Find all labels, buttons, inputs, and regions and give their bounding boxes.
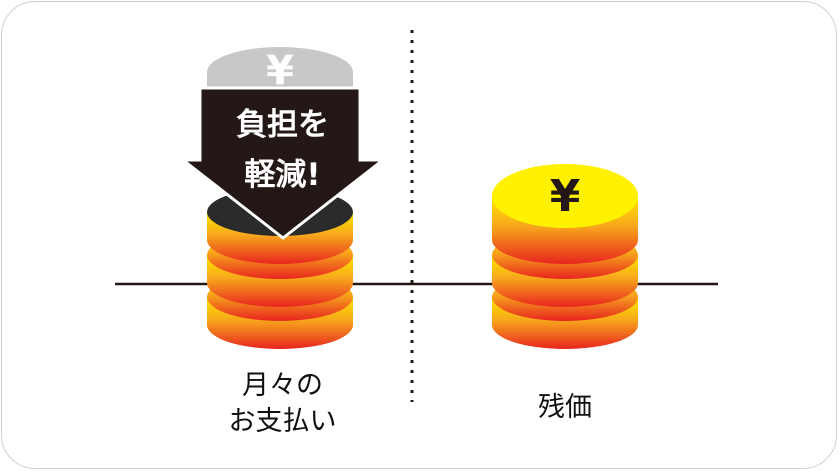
faded-yen-icon: ¥ (266, 48, 294, 94)
yen-icon: ¥ (550, 171, 581, 222)
right-coin-stack: ¥ (492, 164, 638, 349)
monthly-payment-label-line-2: お支払い (228, 406, 337, 437)
residual-value-label: 残価 (538, 392, 592, 423)
reduce-arrow (178, 86, 388, 240)
monthly-payment-label-line-1: 月々の (242, 370, 323, 401)
left-coin-stack: ¥ (178, 47, 388, 349)
monthly-payment-label: 月々の お支払い (200, 368, 365, 440)
arrow-caption: 負担を 軽減! (205, 100, 360, 200)
arrow-caption-line-2: 軽減! (244, 157, 321, 193)
arrow-caption-line-1: 負担を (236, 107, 329, 143)
right-coin-1: ¥ (492, 164, 638, 264)
